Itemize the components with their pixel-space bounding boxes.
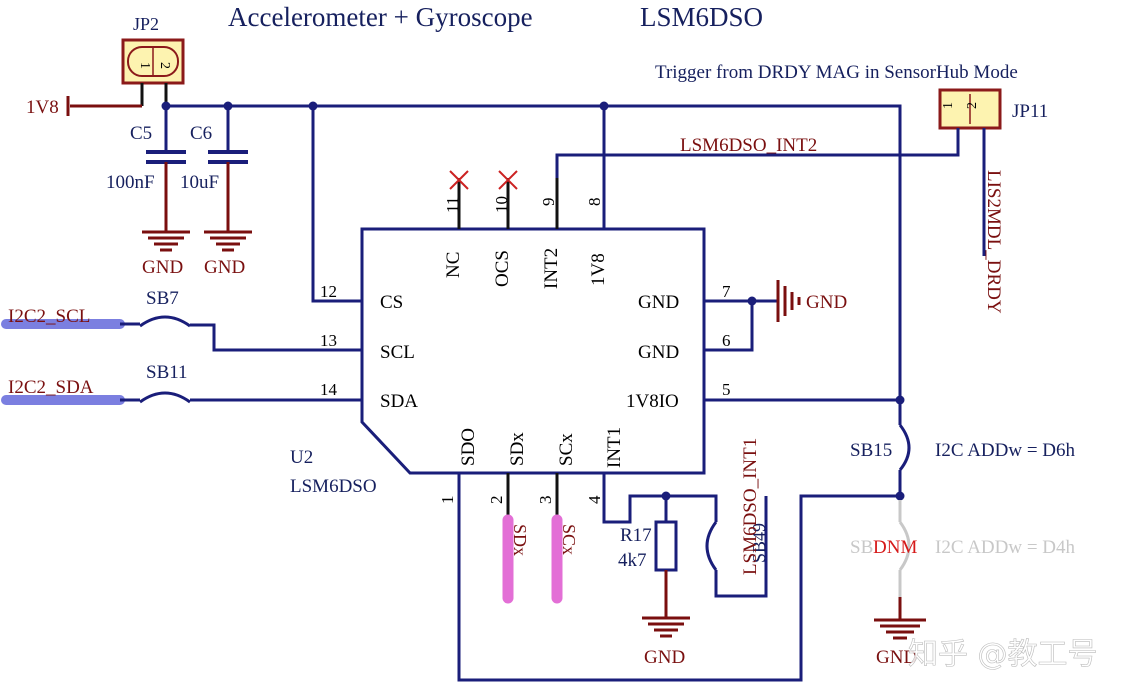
pin9-num: 9 [539, 198, 558, 207]
net-i2c2-scl: I2C2_SCL [8, 306, 90, 327]
pin3-num: 3 [536, 496, 555, 505]
sb11-label: SB11 [146, 362, 188, 383]
net-sdx: SDx [510, 524, 530, 556]
c5-ref: C5 [130, 123, 152, 144]
gnd-label-c6: GND [204, 257, 245, 278]
gnd-label-dnm: GND [876, 647, 917, 668]
gnd-label-c5: GND [142, 257, 183, 278]
pin14-num: 14 [320, 380, 338, 399]
u2-part: LSM6DSO [290, 476, 377, 497]
pin12-name: CS [380, 292, 403, 313]
pin6-name: GND [638, 342, 679, 363]
pin8-num: 8 [585, 198, 604, 207]
c5-value: 100nF [106, 172, 155, 193]
solder-bridge-sb11 [139, 391, 191, 404]
ground-symbol-pin7 [776, 280, 801, 322]
pin1-name: SDO [458, 428, 479, 466]
c6-ref: C6 [190, 123, 212, 144]
r17-value: 4k7 [618, 550, 647, 571]
addr-note-d6h: I2C ADDw = D6h [935, 440, 1076, 461]
net-scx: SCx [559, 524, 579, 555]
nc-cross-pin11 [449, 170, 469, 190]
pin8-name: 1V8 [588, 253, 609, 286]
net-int1-label: LSM6DSO_INT1 [740, 438, 761, 575]
pin13-name: SCL [380, 342, 415, 363]
solder-bridge-dnm [898, 521, 911, 571]
r17-ref: R17 [620, 525, 652, 546]
addr-note-d4h: I2C ADDw = D4h [935, 537, 1076, 558]
solder-bridge-sb7 [139, 315, 191, 328]
sb49-label: SB49 [749, 523, 769, 563]
solder-bridge-sb15 [898, 424, 911, 471]
net-int2-label: LSM6DSO_INT2 [680, 135, 817, 156]
ground-symbol-r17 [642, 616, 690, 638]
u2-ref: U2 [290, 447, 313, 468]
capacitor-c6 [208, 106, 248, 232]
jp11-pin1: 1 [941, 102, 956, 109]
capacitor-c5 [146, 106, 186, 232]
pin10-num: 10 [492, 196, 511, 213]
pin13-num: 13 [320, 331, 337, 350]
pin10-name: OCS [492, 250, 513, 287]
nc-cross-pin10 [498, 170, 518, 190]
resistor-r17 [654, 520, 678, 572]
pin7-num: 7 [722, 282, 731, 301]
pin11-num: 11 [443, 197, 462, 213]
jp11-jumper: 1 2 [938, 88, 1002, 130]
net-i2c2-sda: I2C2_SDA [8, 377, 94, 398]
jp2-pin2: 2 [157, 62, 172, 69]
pin2-name: SDx [507, 432, 528, 466]
net-lis2mdl-drdy: LIS2MDL_DRDY [983, 170, 1004, 314]
gnd-label-pin7: GND [806, 292, 847, 313]
ground-symbol-dnm [874, 618, 926, 640]
gnd-label-r17: GND [644, 647, 685, 668]
c6-value: 10uF [180, 172, 219, 193]
pin9-name: INT2 [541, 248, 562, 289]
pin1-num: 1 [438, 496, 457, 505]
sb-dnm-prefix: SB [850, 537, 873, 558]
sb15-label: SB15 [850, 440, 892, 461]
pin6-num: 6 [722, 331, 731, 350]
pin4-num: 4 [585, 495, 604, 504]
jp11-ref: JP11 [1012, 101, 1048, 122]
part-title: LSM6DSO [640, 2, 763, 32]
sb-dnm-tag: DNM [873, 537, 917, 558]
jp2-ref: JP2 [133, 14, 159, 34]
pin11-name: NC [443, 252, 464, 278]
power-net-1v8: 1V8 [26, 97, 59, 118]
sb7-label: SB7 [146, 288, 179, 309]
schematic-title: Accelerometer + Gyroscope [228, 2, 533, 32]
pin5-name: 1V8IO [626, 391, 679, 412]
pin14-name: SDA [380, 391, 418, 412]
pin5-num: 5 [722, 380, 731, 399]
pin2-num: 2 [487, 496, 506, 505]
ground-symbol-c6 [204, 230, 252, 252]
pin4-name: INT1 [604, 427, 625, 468]
trigger-note: Trigger from DRDY MAG in SensorHub Mode [655, 62, 1018, 83]
pin3-name: SCx [556, 433, 577, 466]
jp2-jumper: 1 2 [121, 38, 185, 85]
jp2-pin1: 1 [137, 62, 152, 69]
watermark: 知乎 @教工号 [908, 637, 1098, 672]
pin12-num: 12 [320, 282, 337, 301]
ground-symbol-c5 [142, 230, 190, 252]
pin7-name: GND [638, 292, 679, 313]
solder-bridge-sb49 [705, 521, 718, 571]
jp11-pin2: 2 [965, 102, 980, 109]
